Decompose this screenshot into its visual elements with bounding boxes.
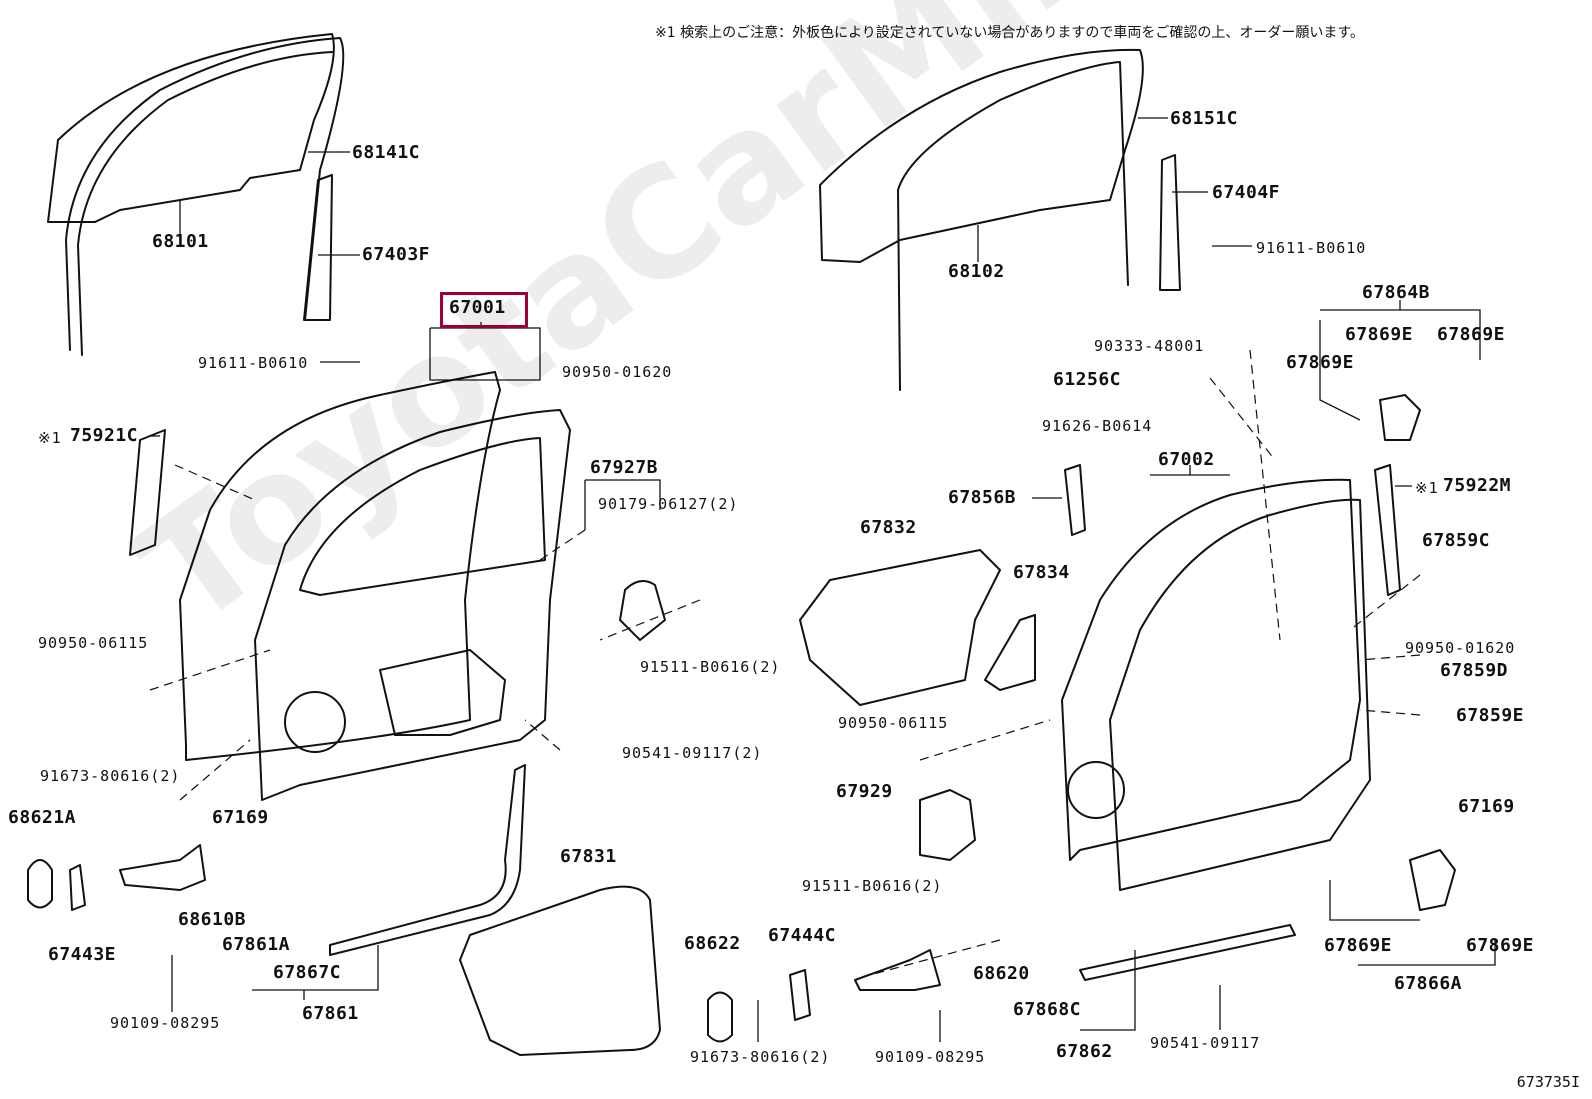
part-67862[interactable]: 67862 — [1056, 1041, 1113, 1062]
front-door-glass-left — [47, 33, 335, 223]
part-67869E-e[interactable]: 67869E — [1466, 935, 1535, 956]
part-90109-08295-left[interactable]: 90109-08295 — [110, 1014, 221, 1032]
part-67831[interactable]: 67831 — [560, 846, 617, 867]
part-90109-08295-right[interactable]: 90109-08295 — [875, 1048, 986, 1066]
cover-67856B — [1064, 464, 1086, 536]
door-weatherstrip-left — [329, 764, 526, 956]
part-67927B[interactable]: 67927B — [590, 457, 659, 478]
part-61256C[interactable]: 61256C — [1053, 369, 1122, 390]
run-channel-left — [65, 37, 345, 356]
part-90950-01620-right[interactable]: 90950-01620 — [1405, 639, 1516, 657]
hinge-left — [119, 844, 206, 891]
belt-molding-right — [1374, 464, 1401, 596]
part-67856B[interactable]: 67856B — [948, 487, 1017, 508]
part-90333-48001[interactable]: 90333-48001 — [1094, 337, 1205, 355]
belt-molding-left — [129, 429, 166, 556]
part-91611-B0610-right[interactable]: 91611-B0610 — [1256, 239, 1367, 257]
striker-right — [1409, 849, 1456, 911]
striker-upper-right — [1379, 394, 1421, 441]
bumper-right — [707, 991, 733, 1043]
part-68141C[interactable]: 68141C — [352, 142, 421, 163]
weatherstrip-right — [1079, 924, 1296, 981]
division-bar-left — [303, 174, 333, 321]
door-inner-window-left — [299, 437, 546, 596]
door-frame-left — [254, 409, 571, 801]
part-67866A[interactable]: 67866A — [1394, 973, 1463, 994]
part-91626-B0614[interactable]: 91626-B0614 — [1042, 417, 1153, 435]
service-hole-cover-left — [459, 885, 661, 1056]
service-hole-cover-right — [799, 549, 1001, 706]
door-panel-right-outer — [1109, 498, 1371, 891]
part-90950-06115-left[interactable]: 90950-06115 — [38, 634, 149, 652]
part-67404F[interactable]: 67404F — [1212, 182, 1281, 203]
part-67859E[interactable]: 67859E — [1456, 705, 1525, 726]
part-67859D[interactable]: 67859D — [1440, 660, 1509, 681]
part-75921C[interactable]: 75921C — [70, 425, 139, 446]
part-67403F[interactable]: 67403F — [362, 244, 431, 265]
part-68621A[interactable]: 68621A — [8, 807, 77, 828]
image-id: 673735I — [1516, 1073, 1580, 1091]
check-left — [69, 864, 86, 911]
part-67929[interactable]: 67929 — [836, 781, 893, 802]
part-67443E[interactable]: 67443E — [48, 944, 117, 965]
speaker-hole-left — [284, 691, 346, 753]
part-90541-09117-2[interactable]: 90541-09117(2) — [622, 744, 763, 762]
part-68610B[interactable]: 68610B — [178, 909, 247, 930]
search-note: ※1 検索上のご注意：外板色により設定されていない場合がありますので車両をご確認… — [655, 25, 1364, 41]
door-lock-right — [919, 789, 976, 861]
part-91611-B0610-left[interactable]: 91611-B0610 — [198, 354, 309, 372]
selected-part-highlight[interactable] — [440, 292, 528, 328]
run-channel-right — [897, 61, 1129, 391]
part-68622[interactable]: 68622 — [684, 933, 741, 954]
door-panel-left-outer — [179, 371, 501, 761]
part-91673-80616-right[interactable]: 91673-80616(2) — [690, 1048, 831, 1066]
check-right — [789, 969, 811, 1021]
part-68151C[interactable]: 68151C — [1170, 108, 1239, 129]
door-lock-left — [619, 580, 666, 641]
seal-67834 — [984, 614, 1036, 691]
part-68620[interactable]: 68620 — [973, 963, 1030, 984]
part-75922M[interactable]: 75922M — [1443, 475, 1512, 496]
part-91511-B0616-left[interactable]: 91511-B0616(2) — [640, 658, 781, 676]
part-90179-06127[interactable]: 90179-06127(2) — [598, 495, 739, 513]
part-67444C[interactable]: 67444C — [768, 925, 837, 946]
part-91511-B0616-right[interactable]: 91511-B0616(2) — [802, 877, 943, 895]
access-hole-left — [379, 649, 506, 736]
part-68101[interactable]: 68101 — [152, 231, 209, 252]
door-frame-right — [1061, 478, 1361, 861]
part-90950-06115-right[interactable]: 90950-06115 — [838, 714, 949, 732]
bumper-left — [27, 859, 53, 909]
part-67868C[interactable]: 67868C — [1013, 999, 1082, 1020]
part-67869E-a[interactable]: 67869E — [1345, 324, 1414, 345]
part-90950-01620-left[interactable]: 90950-01620 — [562, 363, 673, 381]
speaker-hole-right — [1067, 761, 1125, 819]
part-67861A[interactable]: 67861A — [222, 934, 291, 955]
part-91673-80616-left[interactable]: 91673-80616(2) — [40, 767, 181, 785]
part-67169-right[interactable]: 67169 — [1458, 796, 1515, 817]
mark-1-right: ※1 — [1415, 479, 1439, 497]
division-bar-right — [1159, 154, 1181, 291]
hinge-right — [854, 949, 941, 991]
part-67861[interactable]: 67861 — [302, 1003, 359, 1024]
part-67832[interactable]: 67832 — [860, 517, 917, 538]
part-67869E-c[interactable]: 67869E — [1286, 352, 1355, 373]
part-67002[interactable]: 67002 — [1158, 449, 1215, 470]
part-90541-09117[interactable]: 90541-09117 — [1150, 1034, 1261, 1052]
front-door-glass-right — [819, 48, 1144, 263]
part-67869E-b[interactable]: 67869E — [1437, 324, 1506, 345]
part-67864B[interactable]: 67864B — [1362, 282, 1431, 303]
part-67001[interactable]: 67001 — [449, 297, 506, 318]
part-68102[interactable]: 68102 — [948, 261, 1005, 282]
part-67869E-d[interactable]: 67869E — [1324, 935, 1393, 956]
part-67867C[interactable]: 67867C — [273, 962, 342, 983]
part-67859C[interactable]: 67859C — [1422, 530, 1491, 551]
part-67834[interactable]: 67834 — [1013, 562, 1070, 583]
part-67169-left[interactable]: 67169 — [212, 807, 269, 828]
mark-1-left: ※1 — [38, 429, 62, 447]
